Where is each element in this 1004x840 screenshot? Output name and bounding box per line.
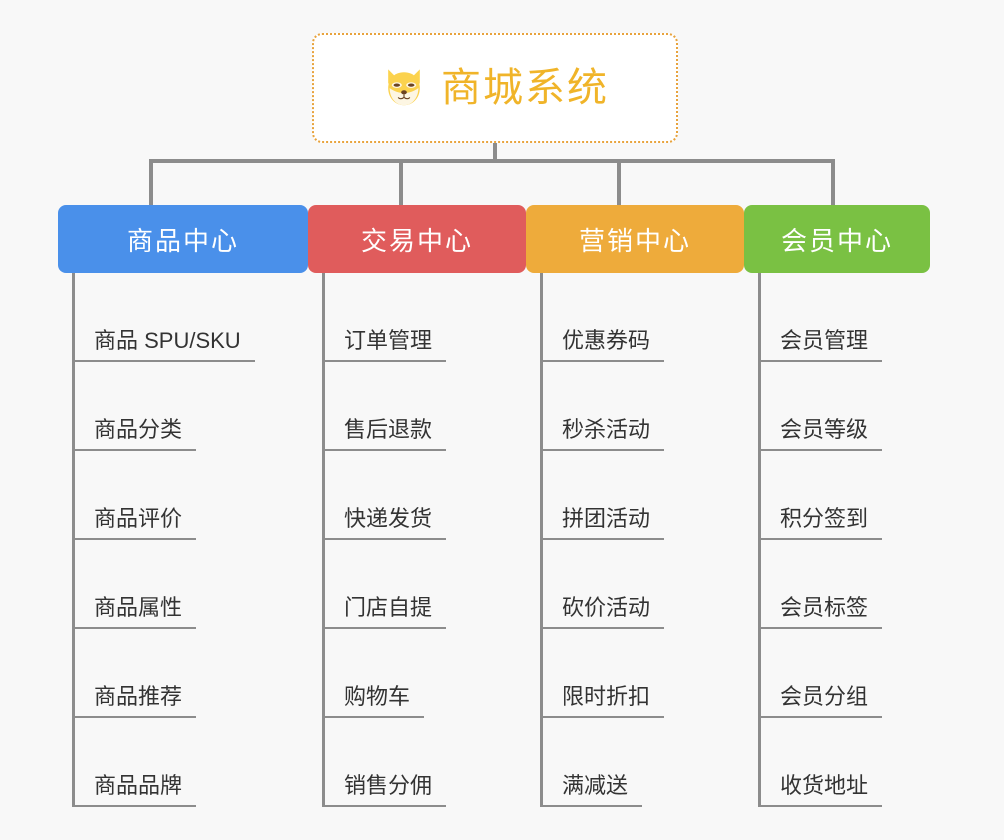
leaf-item[interactable]: 快递发货 — [322, 451, 526, 540]
root-title: 商城系统 — [441, 66, 609, 110]
leaf-item[interactable]: 销售分佣 — [322, 718, 526, 807]
leaf-list-trade-center: 订单管理 售后退款 快递发货 门店自提 购物车 销售分佣 — [308, 273, 526, 807]
category-label: 交易中心 — [360, 225, 473, 256]
leaf-label: 商品分类 — [72, 417, 197, 451]
leaf-item[interactable]: 会员管理 — [758, 273, 930, 362]
leaf-label: 快递发货 — [322, 506, 447, 540]
leaf-item[interactable]: 售后退款 — [322, 362, 526, 451]
leaf-item[interactable]: 商品推荐 — [72, 629, 308, 718]
leaf-label: 砍价活动 — [540, 595, 665, 629]
leaf-item[interactable]: 商品 SPU/SKU — [72, 273, 308, 362]
leaf-label: 会员等级 — [758, 417, 883, 451]
leaf-label: 限时折扣 — [540, 684, 665, 718]
leaf-label: 商品评价 — [72, 506, 197, 540]
leaf-item[interactable]: 商品评价 — [72, 451, 308, 540]
leaf-label: 满减送 — [540, 773, 643, 807]
leaf-item[interactable]: 优惠券码 — [540, 273, 744, 362]
leaf-item[interactable]: 会员等级 — [758, 362, 930, 451]
leaf-item[interactable]: 购物车 — [322, 629, 526, 718]
leaf-label: 销售分佣 — [322, 773, 447, 807]
leaf-label: 收货地址 — [758, 773, 883, 807]
leaf-label: 拼团活动 — [540, 506, 665, 540]
branch-member-center: 会员中心 会员管理 会员等级 积分签到 会员标签 会员分组 收货地址 — [744, 205, 930, 807]
leaf-label: 积分签到 — [758, 506, 883, 540]
leaf-label: 会员分组 — [758, 684, 883, 718]
connector-drop-1 — [149, 159, 153, 205]
leaf-label: 秒杀活动 — [540, 417, 665, 451]
leaf-label: 优惠券码 — [540, 328, 665, 362]
category-label: 营销中心 — [578, 225, 691, 256]
category-box-member-center[interactable]: 会员中心 — [744, 205, 930, 273]
leaf-label: 会员标签 — [758, 595, 883, 629]
leaf-label: 订单管理 — [322, 328, 447, 362]
leaf-label: 购物车 — [322, 684, 425, 718]
connector-drop-2 — [399, 159, 403, 205]
leaf-label: 商品推荐 — [72, 684, 197, 718]
leaf-item[interactable]: 拼团活动 — [540, 451, 744, 540]
leaf-label: 售后退款 — [322, 417, 447, 451]
leaf-item[interactable]: 积分签到 — [758, 451, 930, 540]
category-label: 会员中心 — [780, 225, 893, 256]
leaf-item[interactable]: 商品属性 — [72, 540, 308, 629]
leaf-list-product-center: 商品 SPU/SKU 商品分类 商品评价 商品属性 商品推荐 商品品牌 — [58, 273, 308, 807]
leaf-label: 会员管理 — [758, 328, 883, 362]
branch-trade-center: 交易中心 订单管理 售后退款 快递发货 门店自提 购物车 销售分佣 — [308, 205, 526, 807]
shiba-dog-icon — [388, 69, 420, 106]
leaf-item[interactable]: 限时折扣 — [540, 629, 744, 718]
leaf-label: 商品 SPU/SKU — [72, 328, 255, 362]
connector-root-stem — [493, 143, 497, 161]
connector-drop-3 — [617, 159, 621, 205]
leaf-item[interactable]: 收货地址 — [758, 718, 930, 807]
leaf-list-member-center: 会员管理 会员等级 积分签到 会员标签 会员分组 收货地址 — [744, 273, 930, 807]
leaf-label: 门店自提 — [322, 595, 447, 629]
category-box-trade-center[interactable]: 交易中心 — [308, 205, 526, 273]
category-box-marketing-center[interactable]: 营销中心 — [526, 205, 744, 273]
leaf-item[interactable]: 门店自提 — [322, 540, 526, 629]
leaf-item[interactable]: 砍价活动 — [540, 540, 744, 629]
connector-drop-4 — [831, 159, 835, 205]
root-node[interactable]: 商城系统 — [312, 33, 678, 143]
branch-marketing-center: 营销中心 优惠券码 秒杀活动 拼团活动 砍价活动 限时折扣 满减送 — [526, 205, 744, 807]
category-box-product-center[interactable]: 商品中心 — [58, 205, 308, 273]
leaf-item[interactable]: 订单管理 — [322, 273, 526, 362]
branch-product-center: 商品中心 商品 SPU/SKU 商品分类 商品评价 商品属性 商品推荐 商品品牌 — [58, 205, 308, 807]
leaf-item[interactable]: 会员分组 — [758, 629, 930, 718]
leaf-item[interactable]: 商品品牌 — [72, 718, 308, 807]
leaf-item[interactable]: 商品分类 — [72, 362, 308, 451]
connector-horizontal-bus — [149, 159, 835, 163]
leaf-item[interactable]: 满减送 — [540, 718, 744, 807]
leaf-label: 商品属性 — [72, 595, 197, 629]
category-label: 商品中心 — [126, 225, 239, 256]
leaf-list-marketing-center: 优惠券码 秒杀活动 拼团活动 砍价活动 限时折扣 满减送 — [526, 273, 744, 807]
leaf-item[interactable]: 会员标签 — [758, 540, 930, 629]
leaf-label: 商品品牌 — [72, 773, 197, 807]
leaf-item[interactable]: 秒杀活动 — [540, 362, 744, 451]
